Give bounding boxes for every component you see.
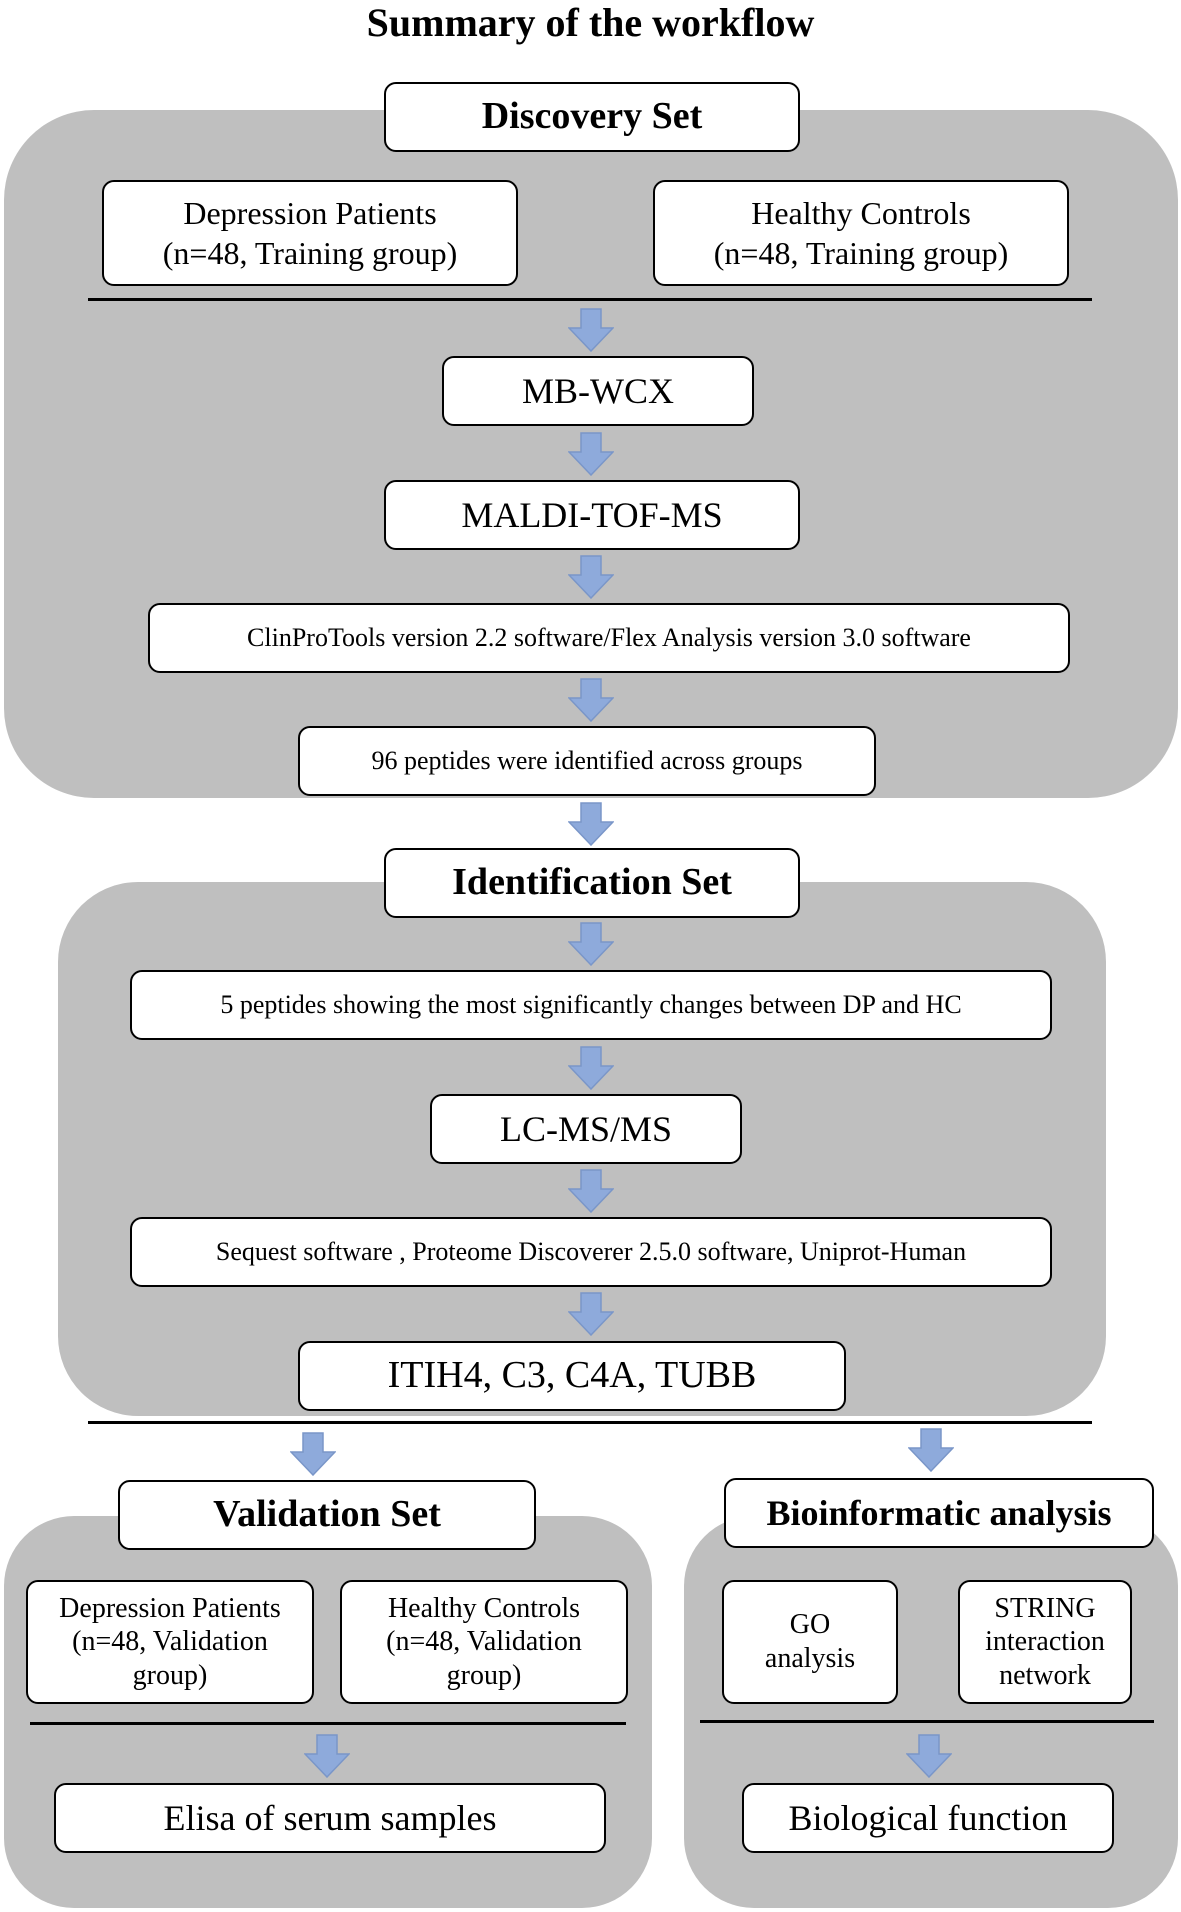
elisa-box: Elisa of serum samples <box>54 1783 606 1853</box>
arrow-down-icon <box>567 1292 615 1337</box>
go-analysis-box: GO analysis <box>722 1580 898 1704</box>
identified-proteins-box: ITIH4, C3, C4A, TUBB <box>298 1341 846 1411</box>
arrow-down-icon <box>567 555 615 600</box>
arrow-down-icon <box>905 1734 953 1779</box>
clinprotools-box: ClinProTools version 2.2 software/Flex A… <box>148 603 1070 673</box>
validation-controls-box: Healthy Controls (n=48, Validation group… <box>340 1580 628 1704</box>
arrow-down-icon <box>567 678 615 723</box>
arrow-down-icon <box>567 432 615 477</box>
arrow-down-icon <box>567 308 615 353</box>
sequest-software-box: Sequest software , Proteome Discoverer 2… <box>130 1217 1052 1287</box>
arrow-down-icon <box>567 802 615 847</box>
discovery-controls-box: Healthy Controls (n=48, Training group) <box>653 180 1069 286</box>
arrow-down-icon <box>567 1046 615 1091</box>
arrow-down-icon <box>907 1428 955 1473</box>
arrow-down-icon <box>303 1734 351 1779</box>
arrow-down-icon <box>567 1169 615 1214</box>
discovery-patients-box: Depression Patients (n=48, Training grou… <box>102 180 518 286</box>
discovery-divider <box>88 298 1092 301</box>
mb-wcx-box: MB-WCX <box>442 356 754 426</box>
validation-divider <box>30 1722 626 1725</box>
biological-function-box: Biological function <box>742 1783 1114 1853</box>
bioinformatic-analysis-header: Bioinformatic analysis <box>724 1478 1154 1548</box>
bioinformatic-divider <box>700 1720 1154 1723</box>
discovery-result-box: 96 peptides were identified across group… <box>298 726 876 796</box>
lc-ms-ms-box: LC-MS/MS <box>430 1094 742 1164</box>
discovery-set-header: Discovery Set <box>384 82 800 152</box>
string-network-box: STRING interaction network <box>958 1580 1132 1704</box>
arrow-down-icon <box>567 922 615 967</box>
maldi-tof-ms-box: MALDI-TOF-MS <box>384 480 800 550</box>
page-title: Summary of the workflow <box>366 0 815 45</box>
top-5-peptides-box: 5 peptides showing the most significantl… <box>130 970 1052 1040</box>
validation-set-header: Validation Set <box>118 1480 536 1550</box>
identification-set-header: Identification Set <box>384 848 800 918</box>
identification-divider <box>88 1421 1092 1424</box>
arrow-down-icon <box>289 1432 337 1477</box>
validation-patients-box: Depression Patients (n=48, Validation gr… <box>26 1580 314 1704</box>
